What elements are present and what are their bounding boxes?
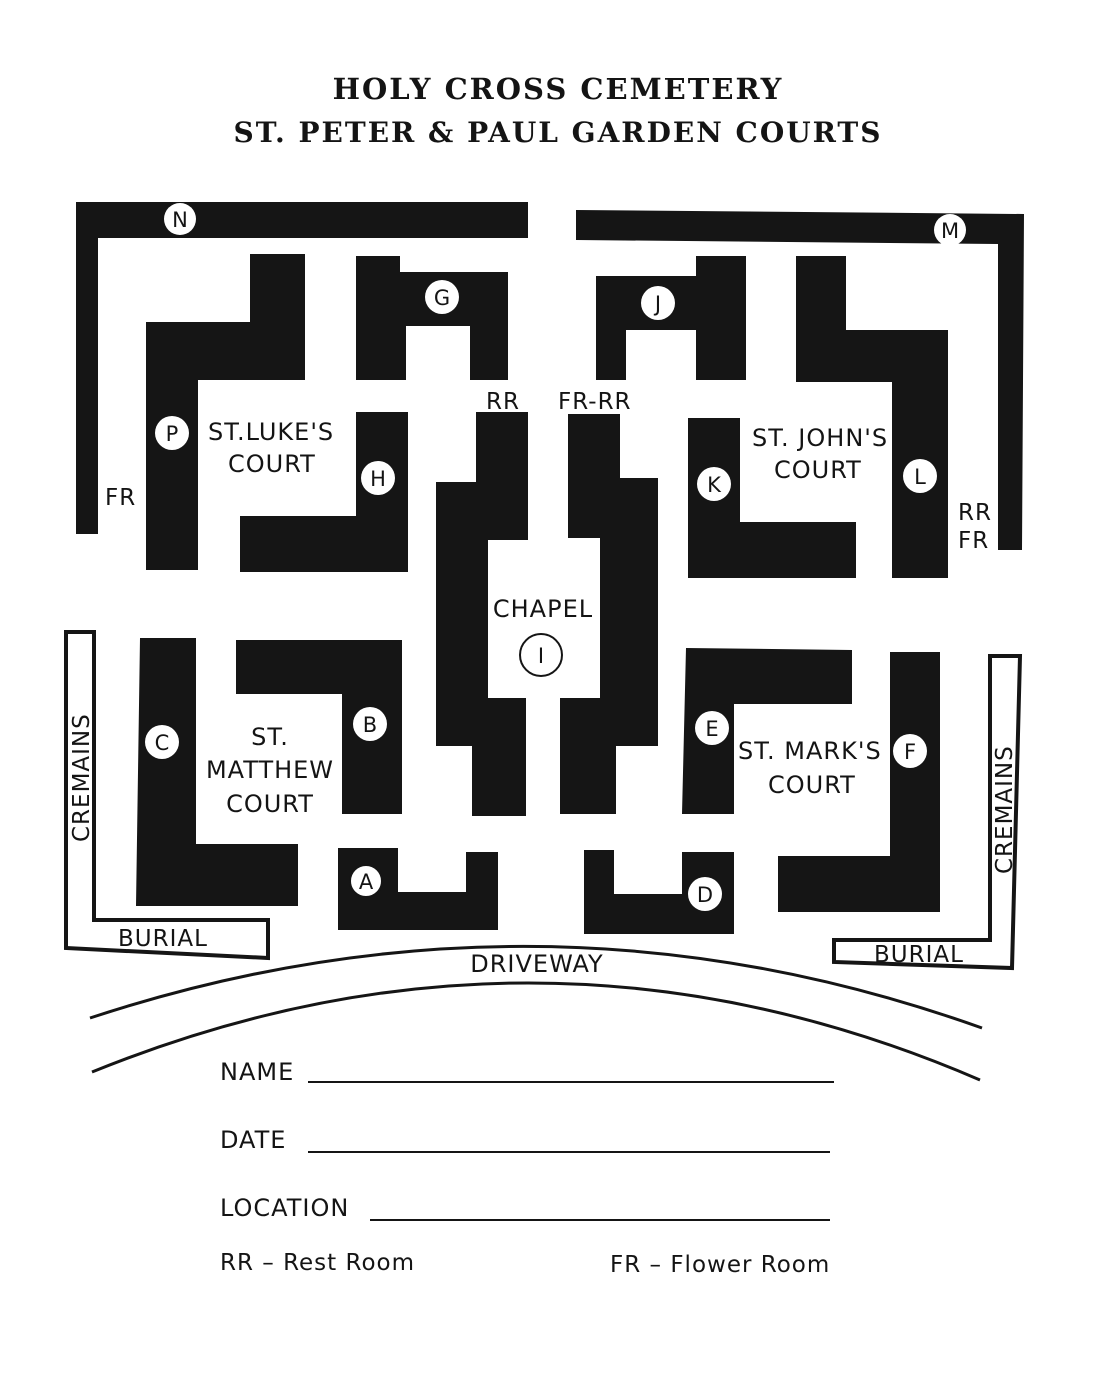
burial-label-east: BURIAL — [874, 942, 964, 968]
section-f-block — [778, 652, 940, 912]
section-b-block — [236, 640, 402, 814]
legend-flower-room: FR – Flower Room — [610, 1252, 830, 1278]
section-label-l: L — [914, 465, 926, 489]
section-e-block — [682, 648, 852, 814]
cremains-burial-west-outline — [64, 630, 270, 961]
st-matthew-court-line1: ST. — [251, 723, 289, 751]
section-h-block — [240, 412, 408, 572]
cremains-burial-east-outline — [832, 654, 1023, 971]
section-n-wall — [76, 202, 528, 534]
section-label-f: F — [904, 740, 916, 764]
section-a-block — [338, 848, 498, 930]
flower-restroom-label: FR-RR — [558, 389, 632, 415]
location-label: LOCATION — [220, 1194, 349, 1222]
section-label-i: I — [538, 644, 544, 668]
section-marker-p: P — [155, 416, 189, 450]
section-marker-g: G — [425, 280, 459, 314]
burial-label-west: BURIAL — [118, 926, 208, 952]
map-subtitle: ST. PETER & PAUL GARDEN COURTS — [233, 116, 883, 149]
section-label-a: A — [359, 870, 374, 894]
section-label-m: M — [941, 219, 959, 243]
cremains-label-east: CREMAINS — [992, 745, 1018, 874]
chapel-label: CHAPEL — [493, 595, 593, 623]
section-marker-e: E — [695, 711, 729, 745]
section-label-p: P — [166, 422, 179, 446]
section-label-b: B — [363, 713, 377, 737]
section-marker-a: A — [349, 864, 383, 898]
section-label-h: H — [370, 467, 386, 491]
section-marker-n: N — [164, 203, 196, 235]
st-john-court-line2: COURT — [774, 456, 862, 484]
restroom-label-east: RR — [958, 500, 992, 526]
driveway-upper-edge — [89, 944, 983, 1030]
section-k-block — [688, 418, 856, 578]
section-label-g: G — [434, 286, 450, 310]
section-j-block — [596, 256, 746, 380]
name-label: NAME — [220, 1058, 294, 1086]
section-i-west-wing — [436, 412, 528, 816]
section-marker-d: D — [688, 877, 722, 911]
section-marker-j: J — [641, 286, 675, 320]
st-mark-court-line1: ST. MARK'S — [738, 737, 882, 765]
section-marker-f: F — [893, 734, 927, 768]
st-luke-court-line2: COURT — [228, 450, 316, 478]
driveway-label: DRIVEWAY — [470, 950, 603, 978]
section-l-block — [796, 256, 948, 578]
section-marker-m: M — [934, 214, 966, 246]
section-marker-h: H — [361, 461, 395, 495]
section-label-j: J — [653, 292, 661, 316]
st-matthew-court-line2: MATTHEW — [206, 756, 334, 784]
st-luke-court-line1: ST.LUKE'S — [208, 418, 334, 446]
section-marker-c: C — [145, 725, 179, 759]
section-marker-k: K — [697, 467, 731, 501]
restroom-label: RR — [486, 389, 520, 415]
st-john-court-line1: ST. JOHN'S — [752, 424, 888, 452]
map-title: HOLY CROSS CEMETERY — [332, 72, 784, 106]
section-marker-b: B — [353, 707, 387, 741]
st-matthew-court-line3: COURT — [226, 790, 314, 818]
date-label: DATE — [220, 1126, 286, 1154]
st-mark-court-line2: COURT — [768, 771, 856, 799]
section-label-c: C — [155, 731, 170, 755]
section-marker-l: L — [903, 459, 937, 493]
section-label-k: K — [707, 473, 722, 497]
section-marker-i: I — [519, 633, 563, 677]
section-d-block — [584, 850, 734, 934]
legend-restroom: RR – Rest Room — [220, 1250, 415, 1276]
section-label-d: D — [697, 883, 713, 907]
section-p-block — [146, 254, 305, 570]
section-label-e: E — [705, 717, 718, 741]
section-g-block — [356, 256, 508, 380]
cremains-label-west: CREMAINS — [69, 713, 95, 842]
flower-room-label-west: FR — [105, 485, 136, 511]
section-label-n: N — [172, 208, 188, 232]
driveway-lower-edge — [91, 981, 981, 1082]
section-i-east-wing — [560, 414, 658, 814]
flower-room-label-east: FR — [958, 528, 989, 554]
section-c-block — [136, 638, 298, 906]
